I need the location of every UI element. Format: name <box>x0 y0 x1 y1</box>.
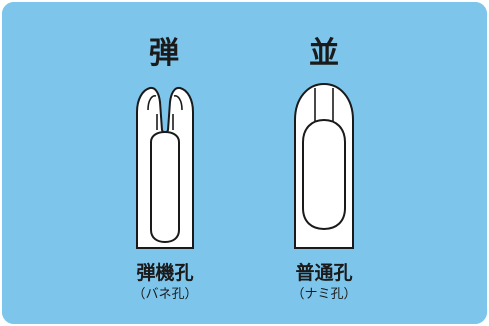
regular-eye-sublabel: （ナミ孔） <box>291 287 357 302</box>
regular-eye-opening <box>302 118 346 231</box>
regular-eye-label: 普通孔 <box>295 262 353 284</box>
spring-eye-heading: 弾 <box>149 36 179 71</box>
spring-eye-sublabel: （バネ孔） <box>132 287 198 302</box>
spring-eye-label: 弾機孔 <box>136 262 194 284</box>
spring-eye-opening <box>150 130 180 244</box>
regular-eye-heading: 並 <box>309 36 339 71</box>
